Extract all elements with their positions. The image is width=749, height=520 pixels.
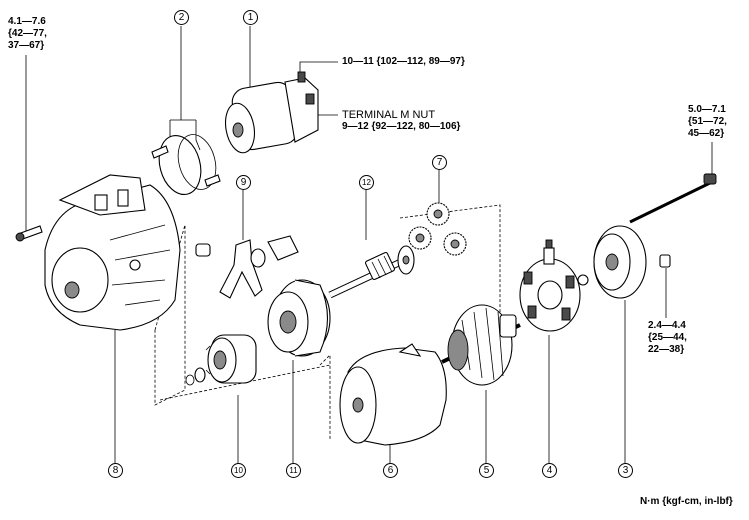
leader-lines: [25, 26, 713, 463]
callout-7: 7: [432, 155, 447, 170]
torque-line: 4.1—7.6: [8, 16, 46, 27]
torque-rear-screw: 2.4—4.4 {25—44, 22—38}: [648, 320, 687, 356]
rear-housing-part: [593, 173, 717, 299]
callout-2: 2: [174, 10, 189, 25]
callout-12: 12: [359, 175, 374, 190]
armature-part: [441, 304, 521, 386]
front-housing-part: [15, 174, 181, 331]
callout-6: 6: [383, 463, 398, 478]
torque-terminal-m-nut: TERMINAL M NUT 9—12 {92—122, 80—106}: [342, 109, 460, 133]
callout-3: 3: [618, 463, 633, 478]
callout-8: 8: [108, 463, 123, 478]
callout-4: 4: [542, 463, 557, 478]
magnetic-switch-part: [224, 71, 319, 154]
torque-line: {25—44,: [648, 332, 687, 343]
torque-switch-nut: 10—11 {102—112, 89—97}: [342, 56, 465, 67]
torque-line: {42—77,: [8, 28, 47, 39]
torque-line: 37—67}: [8, 40, 45, 51]
callout-11: 11: [286, 463, 301, 478]
torque-line: {51—72,: [688, 116, 727, 127]
torque-through-bolt: 5.0—7.1 {51—72, 45—62}: [688, 104, 727, 140]
brush-holder-part: [519, 239, 589, 332]
torque-line: 22—38}: [648, 344, 685, 355]
units-legend: N·m {kgf-cm, in-lbf}: [640, 496, 733, 507]
torque-line: 45—62}: [688, 128, 725, 139]
callout-10: 10: [231, 463, 246, 478]
yoke-part: [339, 343, 447, 446]
pinion-clutch-part: [185, 334, 257, 386]
callout-9: 9: [236, 175, 251, 190]
torque-front-bolt: 4.1—7.6 {42—77, 37—67}: [8, 16, 47, 52]
gear-shaft-part: [328, 245, 415, 299]
shift-lever-part: [195, 235, 299, 299]
torque-line: 5.0—7.1: [688, 104, 726, 115]
internal-gear-housing-part: [267, 279, 331, 357]
switch-rings-part: [151, 134, 221, 195]
callout-5: 5: [479, 463, 494, 478]
callout-1: 1: [243, 10, 258, 25]
terminal-m-nut-label: TERMINAL M NUT: [342, 109, 436, 121]
torque-line: 2.4—4.4: [648, 320, 686, 331]
planetary-gears-part: [408, 202, 467, 256]
torque-line: 9—12 {92—122, 80—106}: [342, 121, 461, 132]
